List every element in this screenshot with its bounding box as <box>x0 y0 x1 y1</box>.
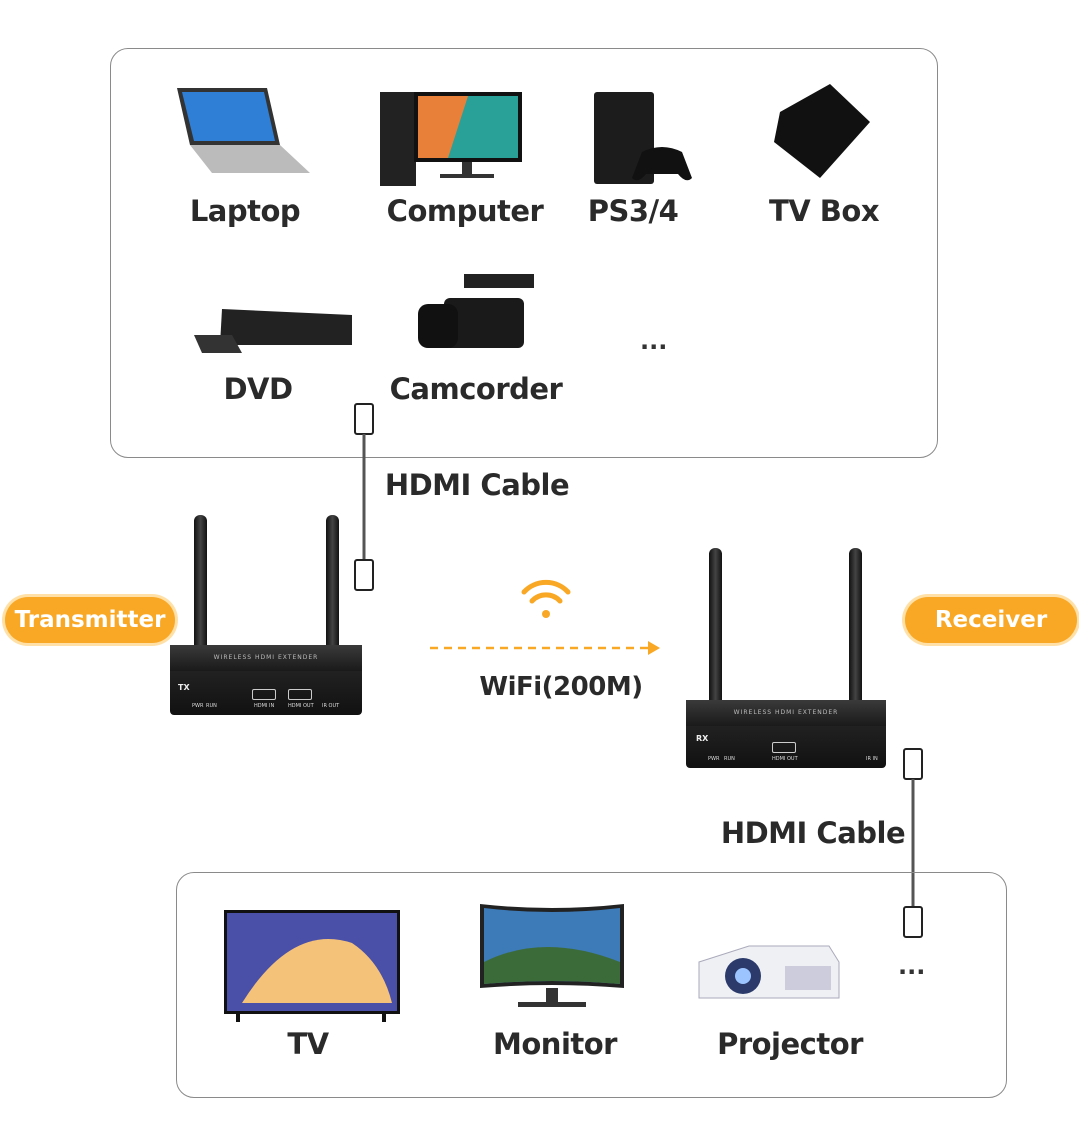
wifi-arrow <box>430 641 660 655</box>
tv-box-icon <box>774 84 870 178</box>
display-label-monitor: Monitor <box>493 1027 617 1061</box>
transmitter-code: TX <box>178 683 190 692</box>
transmitter-device: WIRELESS HDMI EXTENDER TX PWR RUN HDMI I… <box>170 645 362 715</box>
hdmi-cable-bottom-label: HDMI Cable <box>720 816 906 850</box>
display-label-projector: Projector <box>717 1027 863 1061</box>
game-console-icon <box>594 92 692 184</box>
hdmi-cable-top-label: HDMI Cable <box>384 468 570 502</box>
laptop-icon <box>177 88 310 173</box>
receiver-code: RX <box>696 734 709 743</box>
display-devices-panel <box>176 872 1007 1098</box>
antenna-icon <box>709 548 722 703</box>
hdmi-port-icon <box>252 689 276 700</box>
hdmi-port-icon <box>772 742 796 753</box>
transmitter-badge: Transmitter <box>5 597 175 643</box>
port-label: IR IN <box>866 756 878 762</box>
source-label-laptop: Laptop <box>189 194 301 228</box>
source-label-ps34: PS3/4 <box>587 194 679 228</box>
hdmi-cable-top <box>354 403 374 591</box>
antenna-icon <box>194 515 207 650</box>
antenna-icon <box>849 548 862 703</box>
receiver-badge: Receiver <box>905 597 1077 643</box>
source-label-dvd: DVD <box>223 372 293 406</box>
wifi-range-label: WiFi(200M) <box>479 672 643 702</box>
hdmi-port-icon <box>288 689 312 700</box>
source-label-camcorder: Camcorder <box>389 372 563 406</box>
computer-icon <box>380 92 522 186</box>
led-label: PWR <box>192 703 204 709</box>
wifi-icon <box>521 579 571 618</box>
projector-icon <box>698 945 840 999</box>
source-label-tv-box: TV Box <box>768 194 880 228</box>
port-label: HDMI IN <box>254 703 275 709</box>
source-devices-panel <box>110 48 938 458</box>
receiver-device: WIRELESS HDMI EXTENDER RX PWR RUN HDMI O… <box>686 700 886 768</box>
port-label: HDMI OUT <box>772 756 798 762</box>
port-label: HDMI OUT <box>288 703 314 709</box>
dvd-player-icon <box>194 309 352 353</box>
camcorder-icon <box>418 274 534 348</box>
led-label: PWR <box>708 756 720 762</box>
more-displays: ... <box>898 952 926 980</box>
hdmi-cable-bottom <box>903 748 923 938</box>
tv-icon <box>224 910 400 1022</box>
more-sources: ... <box>640 327 668 355</box>
port-label: IR OUT <box>322 703 340 709</box>
source-label-computer: Computer <box>386 194 544 228</box>
transmitter-brand: WIRELESS HDMI EXTENDER <box>170 645 362 671</box>
led-label: RUN <box>206 703 217 709</box>
monitor-icon <box>480 904 624 1007</box>
antenna-icon <box>326 515 339 650</box>
display-label-tv: TV <box>287 1027 329 1061</box>
led-label: RUN <box>724 756 735 762</box>
receiver-brand: WIRELESS HDMI EXTENDER <box>686 700 886 726</box>
